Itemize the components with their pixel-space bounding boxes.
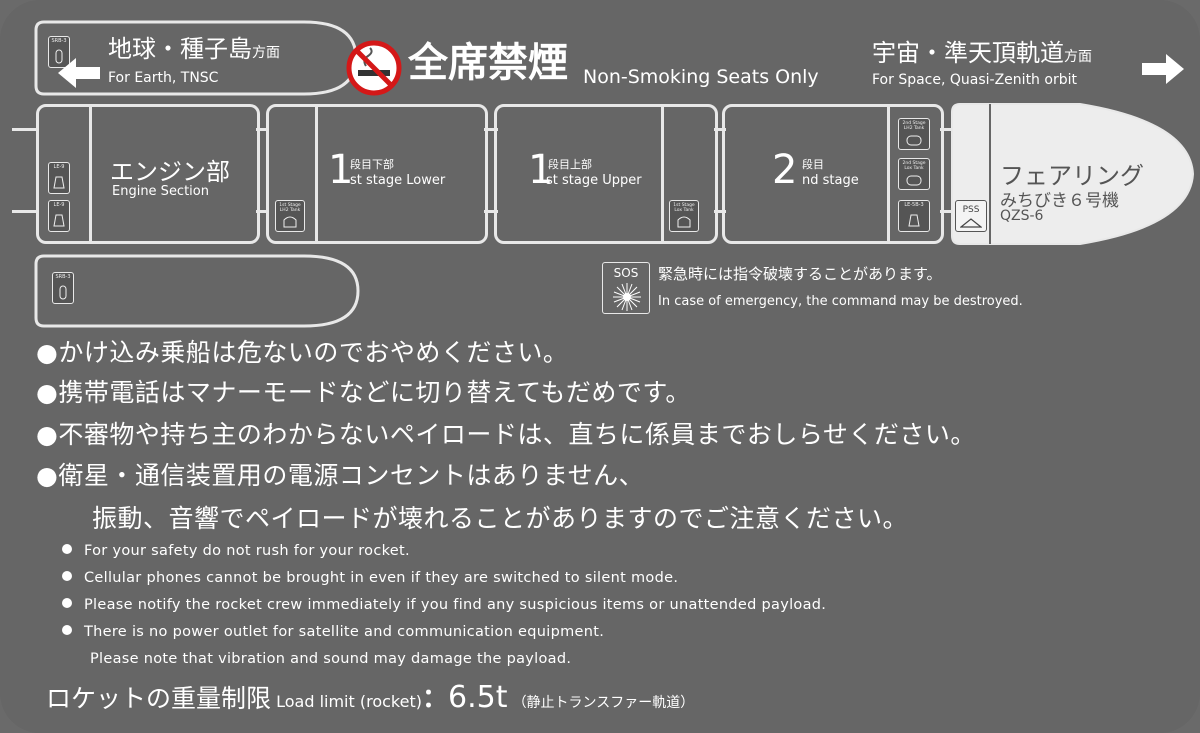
load-limit-en: Load limit (rocket): [276, 692, 422, 711]
load-limit-colon: ：: [421, 684, 448, 714]
burst-icon: [613, 283, 641, 311]
no-smoking-jp: 全席禁煙: [408, 40, 568, 86]
stage1-lower-num: 1: [328, 147, 354, 193]
car-srb: [34, 254, 360, 328]
notice-en-4: There is no power outlet for satellite a…: [62, 623, 604, 641]
notice-jp-2: ●携帯電話はマナーモードなどに切り替えてもだめです。: [36, 378, 691, 407]
stage2-num: 2: [772, 147, 798, 193]
car-fairing: [951, 103, 1195, 245]
load-limit-value: 6.5t: [447, 680, 508, 715]
direction-left-jp: 地球・種子島: [108, 35, 252, 63]
stage1-upper-num: 1: [528, 147, 554, 193]
sos-button: SOS: [602, 262, 650, 314]
fairing-payload-en: QZS-6: [1000, 208, 1044, 224]
coupler-left-bottom: [12, 210, 38, 213]
stage2-jp: 段目: [802, 158, 824, 171]
stage2-en: nd stage: [802, 173, 859, 188]
le9-badge-2: LE-9: [48, 200, 70, 232]
bullet-icon: [62, 625, 72, 635]
srb-badge-top: SRB-3: [48, 36, 70, 68]
car-stage2: [722, 104, 944, 244]
notice-en-2: Cellular phones cannot be brought in eve…: [62, 569, 678, 587]
le9-badge-1: LE-9: [48, 162, 70, 194]
direction-right-jp: 宇宙・準天頂軌道: [872, 39, 1064, 67]
stage1-lox-badge: 1st Stage Lox Tank: [669, 200, 699, 232]
arrow-left-icon: [58, 58, 100, 88]
engine-jp: エンジン部: [110, 158, 230, 186]
coupler-4: [484, 210, 498, 213]
bullet-icon: [62, 571, 72, 581]
stage1-lh2-badge: 1st Stage LH2 Tank: [275, 200, 305, 232]
sos-label: SOS: [613, 266, 639, 280]
stage1-lower-en: st stage Lower: [350, 173, 446, 188]
pss-badge: PSS: [955, 200, 987, 232]
direction-right-en: For Space, Quasi-Zenith orbit: [872, 72, 1077, 88]
direction-left-en: For Earth, TNSC: [108, 70, 219, 86]
coupler-7: [940, 128, 954, 131]
no-smoking-en: Non-Smoking Seats Only: [583, 66, 819, 88]
bullet-icon: [62, 598, 72, 608]
notice-en-3: Please notify the rocket crew immediatel…: [62, 596, 826, 614]
engine-en: Engine Section: [112, 184, 209, 199]
notice-jp-5: 振動、音響でペイロードが壊れることがありますのでご注意ください。: [92, 504, 909, 533]
le5b-badge: LE-5B-3: [898, 200, 930, 232]
fairing-payload: みちびき６号機: [1000, 191, 1119, 211]
direction-left-title: 地球・種子島方面: [108, 34, 280, 68]
no-smoking-icon: [346, 40, 402, 96]
coupler-5: [714, 128, 726, 131]
stage1-lower-jp: 段目下部: [350, 158, 394, 171]
coupler-3: [484, 128, 498, 131]
notice-en-1: For your safety do not rush for your roc…: [62, 542, 410, 560]
sos-en: In case of emergency, the command may be…: [658, 294, 1023, 309]
arrow-right-icon: [1142, 54, 1184, 84]
direction-left-suffix: 方面: [252, 45, 280, 61]
coupler-1: [256, 128, 268, 131]
load-limit-note: （静止トランスファー軌道）: [512, 695, 695, 711]
direction-right-suffix: 方面: [1064, 49, 1092, 65]
load-limit-jp: ロケットの重量制限: [46, 684, 272, 713]
notice-jp-3: ●不審物や持ち主のわからないペイロードは、直ちに係員までおしらせください。: [36, 420, 976, 449]
car-stage1-lower: [266, 104, 488, 244]
stage2-lh2-badge: 2nd Stage LH2 Tank: [898, 118, 930, 150]
load-limit: ロケットの重量制限 Load limit (rocket)：6.5t （静止トラ…: [46, 678, 694, 723]
car-stage1-upper: [494, 104, 718, 244]
notice-jp-4: ●衛星・通信装置用の電源コンセントはありません、: [36, 461, 645, 490]
fairing-jp: フェアリング: [1000, 162, 1144, 190]
stage1-upper-jp: 段目上部: [548, 158, 592, 171]
srb-badge-bottom: SRB-3: [52, 272, 74, 304]
direction-right-title: 宇宙・準天頂軌道方面: [872, 38, 1092, 72]
notice-jp-1: ●かけ込み乗船は危ないのでおやめください。: [36, 338, 569, 367]
notice-en-5: Please note that vibration and sound may…: [90, 651, 572, 667]
stage1-upper-en: st stage Upper: [546, 173, 642, 188]
coupler-8: [940, 210, 954, 213]
coupler-2: [256, 210, 268, 213]
coupler-6: [714, 210, 726, 213]
sos-jp: 緊急時には指令破壊することがあります。: [658, 265, 942, 283]
car-engine: [36, 104, 260, 244]
bullet-icon: [62, 544, 72, 554]
coupler-left-top: [12, 128, 38, 131]
stage2-lox-badge: 2nd Stage Lox Tank: [898, 158, 930, 190]
direction-left-panel: [34, 20, 358, 96]
